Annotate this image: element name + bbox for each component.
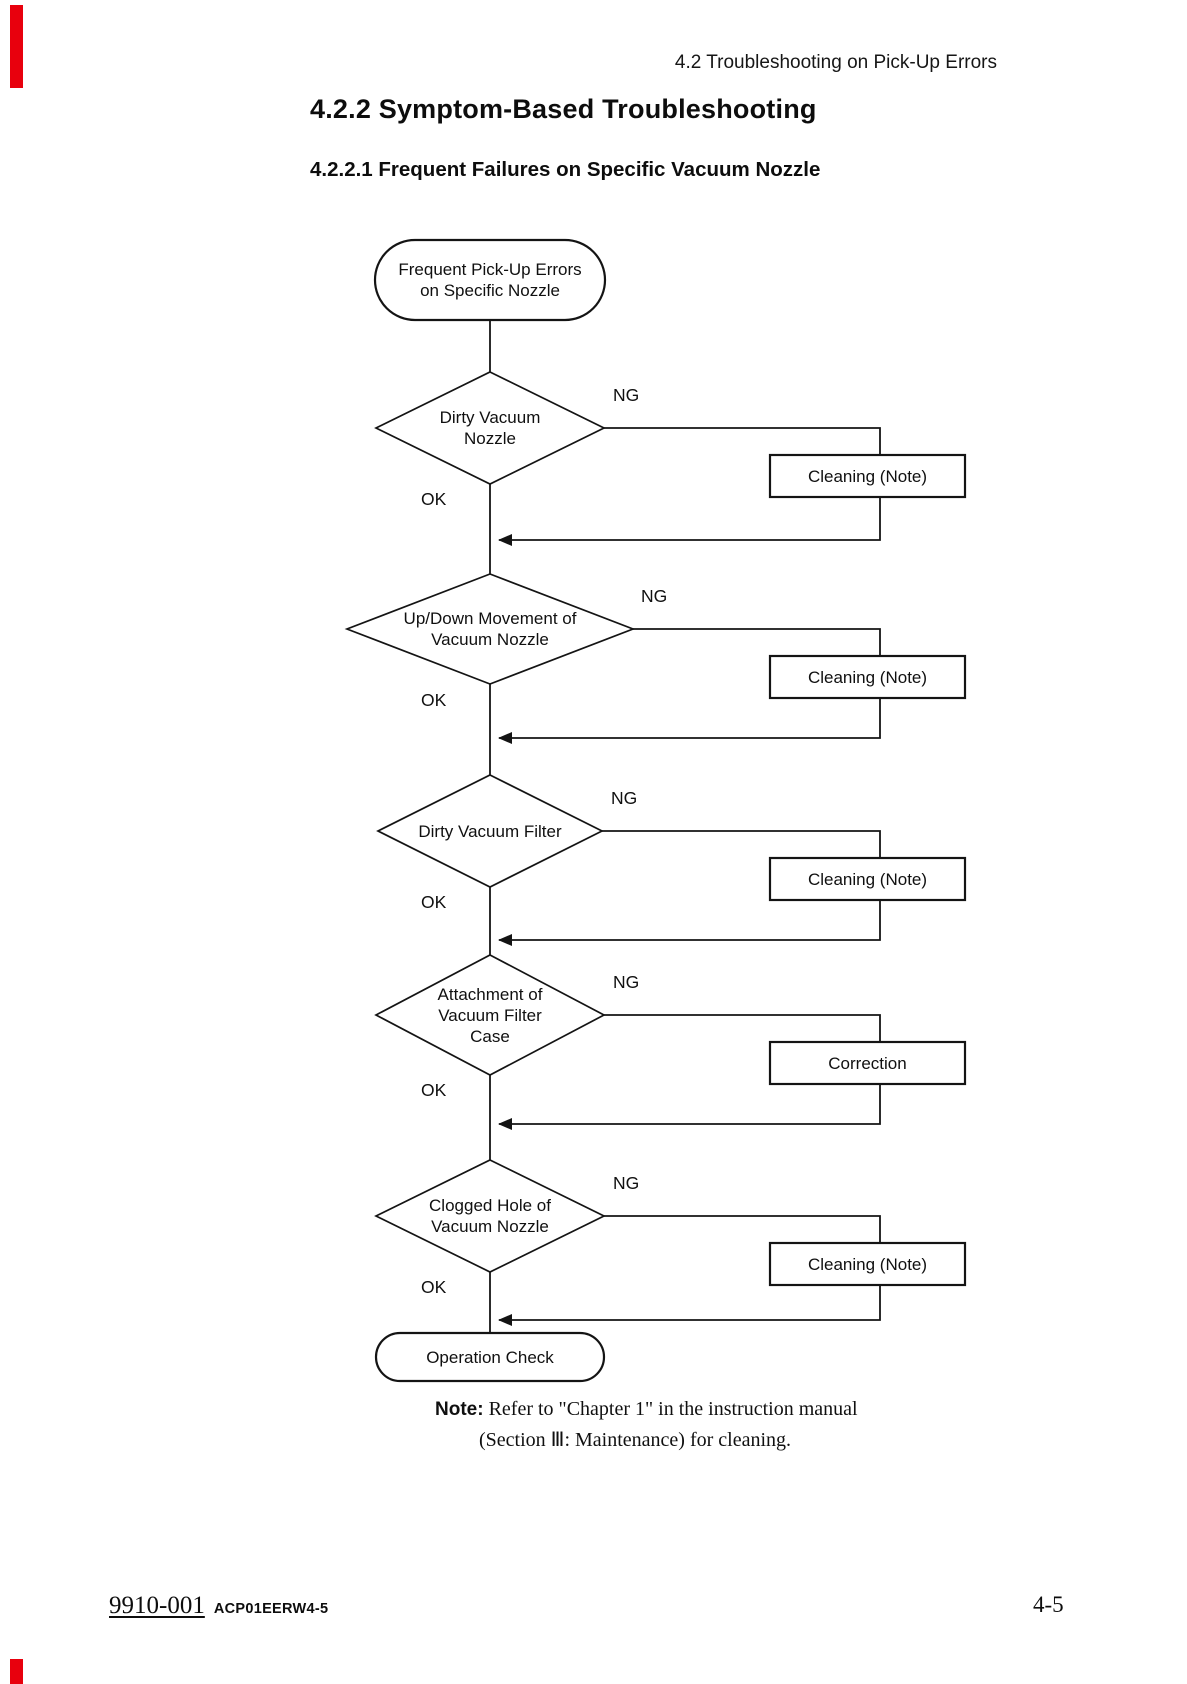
- action-box-3-label: Cleaning (Note): [807, 869, 928, 889]
- section-heading: 4.2.2 Symptom-Based Troubleshooting: [310, 94, 817, 124]
- action-box-2-label: Cleaning (Note): [807, 667, 928, 687]
- note-label: Note:: [435, 1399, 484, 1420]
- end-terminator-shape: [374, 1331, 606, 1383]
- decision-4-label: Attachment of Vacuum Filter Case: [437, 984, 543, 1046]
- decision-1-label: Dirty Vacuum Nozzle: [439, 408, 541, 448]
- subsection-heading: 4.2.2.1 Frequent Failures on Specific Va…: [310, 158, 821, 181]
- action-box-4-shape: [768, 1040, 967, 1086]
- running-header: 4.2 Troubleshooting on Pick-Up Errors: [674, 52, 997, 73]
- decision-4-ok-label: OK: [421, 1080, 447, 1100]
- decision-2-ng-label: NG: [641, 586, 668, 606]
- decision-5-ok-label: OK: [421, 1277, 447, 1297]
- action-box-4-label: Correction: [828, 1053, 907, 1073]
- start-terminator-label: Frequent Pick-Up Errors on Specific Nozz…: [398, 260, 582, 300]
- scan-red-mark-top: [10, 5, 23, 88]
- action-box-5-label: Cleaning (Note): [807, 1254, 928, 1274]
- action-box-1-label: Cleaning (Note): [807, 466, 928, 486]
- document-number: 9910-001: [109, 1592, 205, 1619]
- document-code: ACP01EERW4-5: [213, 1601, 329, 1617]
- action-box-3-shape: [768, 856, 967, 902]
- note-text-2: (Section Ⅲ: Maintenance) for cleaning.: [479, 1429, 792, 1451]
- end-terminator-label: Operation Check: [426, 1347, 554, 1367]
- note-block: Note: Refer to "Chapter 1" in the instru…: [435, 1394, 955, 1456]
- decision-2-label: Up/Down Movement of Vacuum Nozzle: [403, 609, 577, 649]
- decision-1-ok-label: OK: [421, 489, 447, 509]
- decision-3-label: Dirty Vacuum Filter: [418, 821, 562, 841]
- decision-3-ng-label: NG: [611, 788, 638, 808]
- note-text-1: Refer to "Chapter 1" in the instruction …: [488, 1398, 858, 1420]
- decision-1-ng-label: NG: [613, 385, 640, 405]
- decision-5-ng-label: NG: [613, 1173, 640, 1193]
- action-box-1-shape: [768, 453, 967, 499]
- scan-red-mark-bottom: [10, 1659, 23, 1684]
- footer-left: 9910-001 ACP01EERW4-5: [109, 1592, 328, 1620]
- decision-2-ok-label: OK: [421, 690, 447, 710]
- decision-5-label: Clogged Hole of Vacuum Nozzle: [429, 1196, 551, 1236]
- decision-3-ok-label: OK: [421, 892, 447, 912]
- page-number: 4-5: [1033, 1592, 1064, 1617]
- note-line-1: Note: Refer to "Chapter 1" in the instru…: [435, 1394, 955, 1425]
- action-box-5-shape: [768, 1241, 967, 1287]
- decision-4-ng-label: NG: [613, 972, 640, 992]
- action-box-2-shape: [768, 654, 967, 700]
